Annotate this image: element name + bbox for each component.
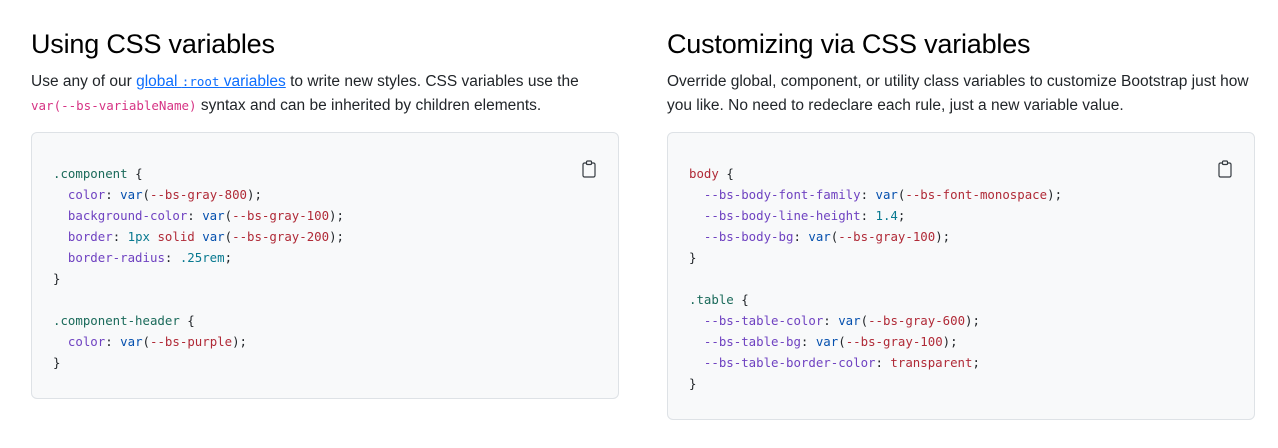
code-block: body { --bs-body-font-family: var(--bs-f… — [667, 132, 1255, 420]
section-title: Using CSS variables — [31, 29, 275, 59]
copy-button[interactable] — [1216, 159, 1234, 179]
link-text: variables — [219, 73, 286, 90]
link-code: :root — [181, 74, 220, 89]
section-title: Customizing via CSS variables — [667, 29, 1031, 59]
section-customizing-via-css-variables: Customizing via CSS variables Override g… — [667, 26, 1255, 420]
inline-code: var(--bs-variableName) — [31, 98, 197, 113]
description-text: syntax and can be inherited by children … — [196, 97, 542, 114]
global-root-variables-link[interactable]: global :root variables — [136, 73, 286, 90]
code-content: body { --bs-body-font-family: var(--bs-f… — [689, 166, 1063, 391]
code-content: .component { color: var(--bs-gray-800); … — [53, 166, 345, 370]
description-text: to write new styles. CSS variables use t… — [285, 73, 579, 90]
description-text: Use any of our — [31, 73, 137, 90]
copy-button[interactable] — [580, 159, 598, 179]
clipboard-icon — [582, 160, 596, 178]
section-description: Override global, component, or utility c… — [667, 73, 1249, 114]
clipboard-icon — [1218, 160, 1232, 178]
section-description: Use any of our global :root variables to… — [31, 70, 619, 118]
link-text: global — [136, 73, 182, 90]
section-using-css-variables: Using CSS variables Use any of our globa… — [31, 26, 619, 399]
code-block: .component { color: var(--bs-gray-800); … — [31, 132, 619, 399]
